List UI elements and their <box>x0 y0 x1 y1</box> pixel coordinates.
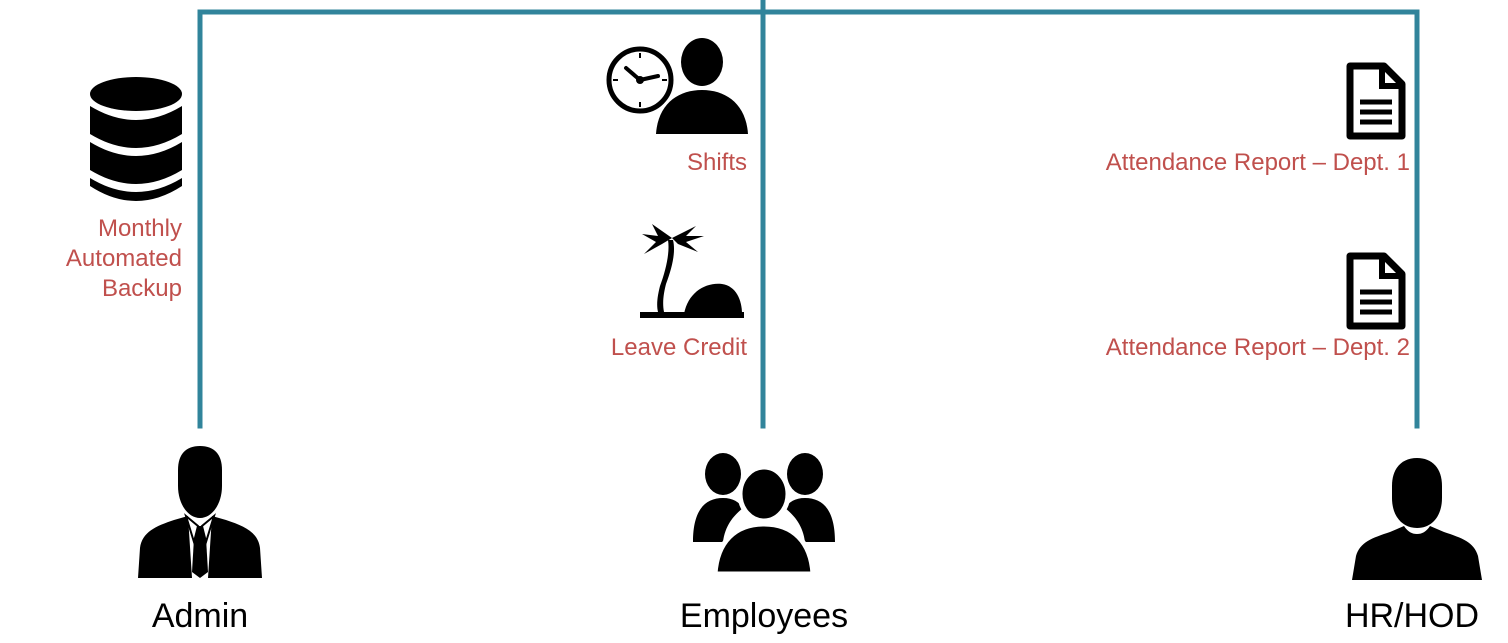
report2-caption: Attendance Report – Dept. 2 <box>1105 334 1410 361</box>
connector-admin-hr <box>197 9 1420 429</box>
employees-label: Employees <box>679 597 849 635</box>
palm-island-icon <box>640 222 744 320</box>
document-icon <box>1342 252 1406 330</box>
group-icon <box>693 446 835 574</box>
document-icon <box>1342 62 1406 140</box>
database-icon <box>88 76 184 204</box>
backup-caption: Monthly Automated Backup <box>65 215 182 302</box>
shifts-caption: Shifts <box>686 149 747 176</box>
person-icon <box>1352 458 1482 580</box>
clock-person-icon <box>604 38 750 134</box>
report1-caption: Attendance Report – Dept. 1 <box>1105 149 1410 176</box>
admin-label: Admin <box>151 597 249 635</box>
hr-label: HR/HOD <box>1344 597 1480 635</box>
leave-caption: Leave Credit <box>610 334 747 361</box>
businessman-icon <box>136 446 264 578</box>
